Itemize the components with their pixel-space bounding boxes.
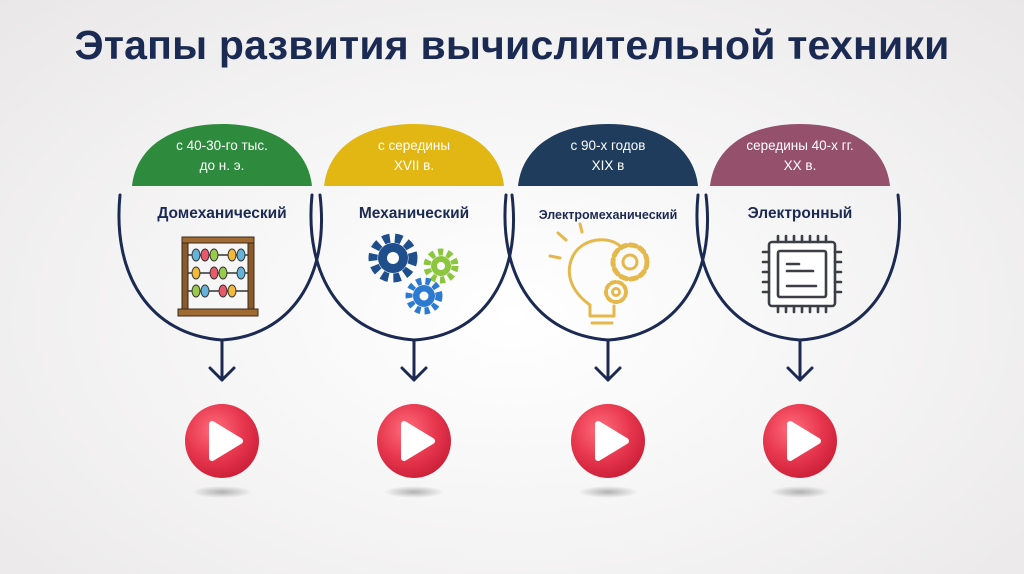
stage-period-2-line2: XVII в. — [393, 158, 435, 173]
stage-period-1: с 40-30-го тыс. до н. э. — [147, 136, 297, 176]
down-arrow-3 — [594, 338, 622, 382]
stage-period-3-line1: с 90-х годов — [570, 138, 646, 153]
bulb-gears-icon — [548, 222, 650, 325]
stage-cap-1 — [132, 124, 312, 186]
stage-period-2-line1: с середины — [377, 138, 451, 153]
stage-cap-2 — [324, 124, 504, 186]
play-button-4-graphic — [763, 404, 837, 498]
stage-period-4-line1: середины 40-х гг. — [746, 138, 854, 153]
play-button-4[interactable] — [760, 401, 840, 481]
stage-period-1-line2: до н. э. — [199, 158, 245, 173]
down-arrow-1 — [208, 338, 236, 382]
stage-name-2: Механический — [358, 205, 470, 222]
play-button-1[interactable] — [182, 401, 262, 481]
stage-period-1-line1: с 40-30-го тыс. — [176, 138, 268, 153]
stage-period-4: середины 40-х гг. XX в. — [725, 136, 875, 176]
stage-name-4: Электронный — [747, 205, 853, 222]
abacus-icon — [177, 236, 259, 317]
microchip-icon — [761, 234, 843, 314]
play-button-1-graphic — [185, 404, 259, 498]
stage-name-1: Домеханический — [157, 205, 287, 222]
stage-cap-3 — [518, 124, 698, 186]
play-button-2[interactable] — [374, 401, 454, 481]
stage-name-3: Электромеханический — [538, 208, 678, 222]
play-button-3-graphic — [571, 404, 645, 498]
stage-period-3: с 90-х годов XIX в — [533, 136, 683, 176]
play-button-3[interactable] — [568, 401, 648, 481]
play-button-2-graphic — [377, 404, 451, 498]
down-arrow-2 — [400, 338, 428, 382]
stage-period-3-line2: XIX в — [591, 158, 625, 173]
stage-cap-4 — [710, 124, 890, 186]
slide-title: Этапы развития вычислительной техники — [74, 22, 950, 68]
gears-icon — [368, 233, 459, 315]
stage-period-4-line2: XX в. — [783, 158, 817, 173]
stage-period-2: с середины XVII в. — [339, 136, 489, 176]
down-arrow-4 — [786, 338, 814, 382]
